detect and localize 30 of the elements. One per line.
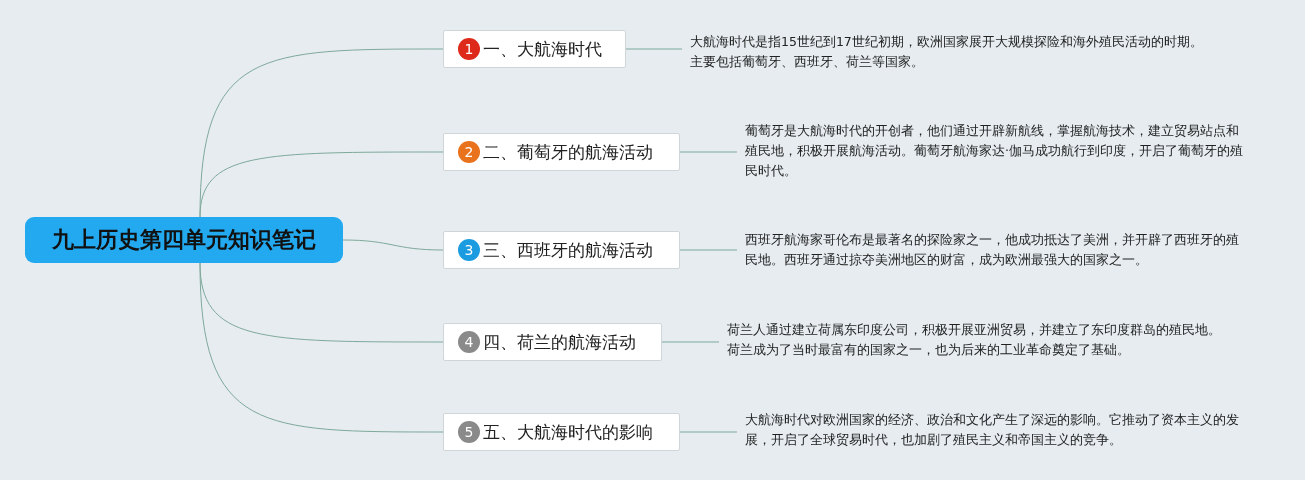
topic-box — [443, 413, 680, 451]
topic-box — [443, 231, 680, 269]
connector-line — [679, 431, 738, 433]
connector-line — [661, 341, 720, 343]
topic-box — [443, 133, 680, 171]
topic-box — [443, 30, 626, 68]
number-badge: 5 — [458, 421, 480, 443]
note-text: 荷兰人通过建立荷属东印度公司，积极开展亚洲贸易，并建立了东印度群岛的殖民地。荷兰成为了当时最富有的国家之一，也为后来的工业革命奠定了基础。 — [727, 321, 1222, 359]
topic-text: 一、大航海时代 — [483, 37, 602, 61]
note-text: 西班牙航海家哥伦布是最著名的探险家之一，他成功抵达了美洲，并开辟了西班牙的殖民地。西班牙通过掠夺美洲地区的财富，成为欧洲最强大的国家之一。 — [745, 231, 1240, 269]
connector-line — [625, 48, 683, 50]
number-badge: 1 — [458, 38, 480, 60]
topic-text: 三、西班牙的航海活动 — [483, 238, 653, 262]
note-text: 大航海时代是指15世纪到17世纪初期，欧洲国家展开大规模探险和海外殖民活动的时期。主要包括葡萄牙、西班牙、荷兰等国家。 — [690, 33, 1204, 71]
connector-line — [679, 151, 738, 153]
number-badge: 2 — [458, 141, 480, 163]
connector-line — [679, 249, 738, 251]
note-text: 葡萄牙是大航海时代的开创者，他们通过开辟新航线，掌握航海技术，建立贸易站点和殖民地，积极开展航海活动。葡萄牙航海家达·伽马成功航行到印度，开启了葡萄牙的殖民时代。 — [745, 122, 1244, 180]
number-badge: 4 — [458, 331, 480, 353]
connector-line — [199, 151, 444, 218]
connector-line — [342, 239, 444, 251]
central-topic-text: 九上历史第四单元知识笔记 — [52, 226, 316, 254]
topic-text: 二、葡萄牙的航海活动 — [483, 140, 653, 164]
topic-box — [443, 323, 662, 361]
note-text: 大航海时代对欧洲国家的经济、政治和文化产生了深远的影响。它推动了资本主义的发展，开启了全球贸易时代，也加剧了殖民主义和帝国主义的竞争。 — [745, 411, 1240, 449]
topic-text: 四、荷兰的航海活动 — [483, 330, 636, 354]
connector-line — [199, 262, 444, 433]
central-topic-box — [25, 217, 343, 263]
topic-text: 五、大航海时代的影响 — [483, 420, 653, 444]
number-badge: 3 — [458, 239, 480, 261]
